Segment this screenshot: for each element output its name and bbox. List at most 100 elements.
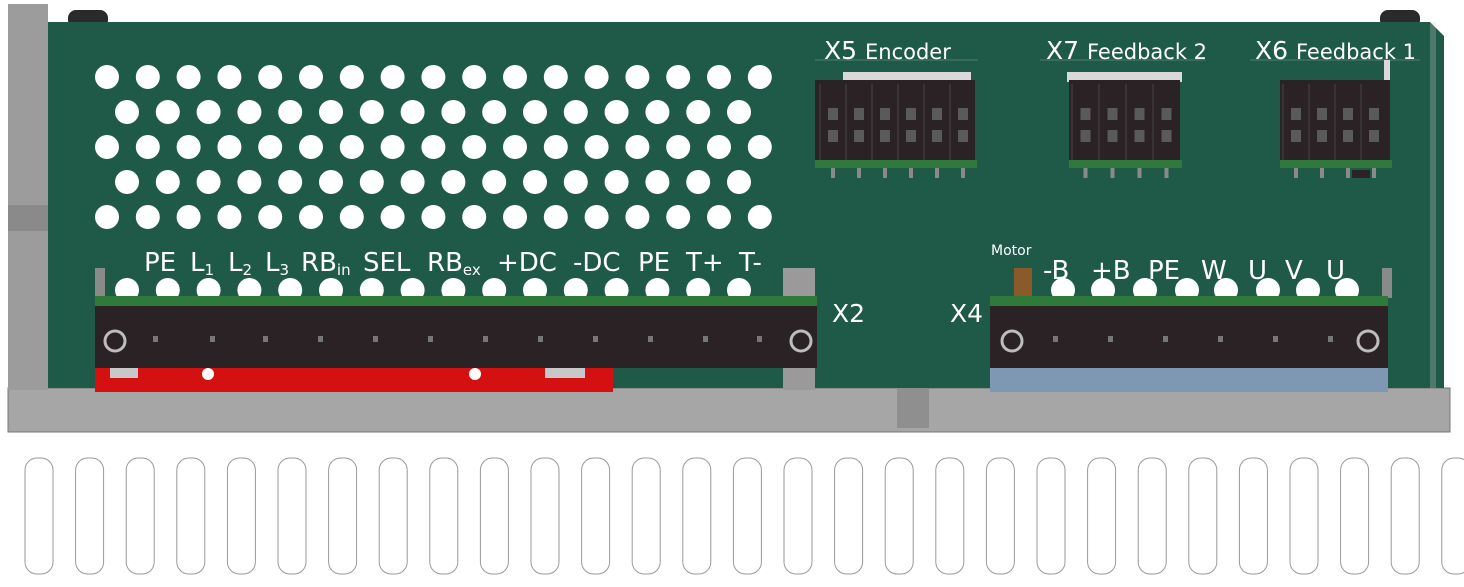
connector-pin (1369, 130, 1379, 142)
fin-gap (1289, 457, 1319, 575)
vent-hole (319, 100, 343, 124)
x4-terminal-label: U (1326, 256, 1346, 286)
terminal-screw (1273, 336, 1278, 342)
connector-pin (1161, 108, 1172, 120)
fin-gap (328, 457, 358, 575)
solder-leg (1372, 168, 1376, 178)
fin-gap (581, 457, 611, 575)
vent-hole (278, 170, 303, 194)
vent-hole (176, 65, 201, 89)
vent-hole (543, 135, 568, 159)
vent-hole (625, 65, 650, 89)
vent-hole (441, 170, 466, 194)
terminal-screw (593, 336, 598, 342)
x4-terminal-label: U (1248, 256, 1268, 286)
vent-hole (441, 100, 466, 124)
pcb-right-edge (1430, 22, 1436, 388)
vent-hole (543, 65, 568, 89)
connector-pin (1107, 108, 1118, 120)
vent-hole (380, 65, 405, 89)
terminal-block-x2[interactable] (95, 268, 817, 392)
vent-hole (176, 135, 201, 159)
fin-gap (1188, 457, 1218, 575)
vent-hole (95, 205, 119, 229)
left-bracket-lower (8, 205, 48, 231)
vent-hole (543, 205, 568, 229)
fin-gap (277, 457, 307, 575)
vent-hole (196, 100, 221, 124)
vent-hole (645, 100, 670, 124)
vent-hole (523, 170, 547, 194)
connector-pin (906, 108, 916, 120)
terminal-screw (648, 336, 653, 342)
vent-hole (135, 135, 160, 159)
fin-gap (75, 457, 105, 575)
fin-gap (834, 457, 864, 575)
terminal-screw (1053, 336, 1058, 342)
vent-hole (196, 170, 221, 194)
vent-hole (400, 170, 425, 194)
connector-x6-feedback1[interactable] (1250, 59, 1420, 178)
vent-hole (421, 135, 446, 159)
vent-hole (645, 170, 670, 194)
connector-pin (1291, 130, 1301, 142)
fin-gap (732, 457, 762, 575)
fin-gap (125, 457, 155, 575)
terminal-screw (263, 336, 268, 342)
vent-hole (319, 170, 343, 194)
fin-gap (1390, 457, 1420, 575)
vent-hole (727, 100, 751, 124)
solder-leg (935, 168, 939, 178)
vent-hole (747, 65, 772, 89)
connector-pin (1317, 130, 1327, 142)
x6-title: X6 Feedback 1 (1255, 38, 1416, 63)
vent-hole (584, 65, 609, 89)
vent-hole (421, 65, 446, 89)
vent-hole (115, 170, 139, 194)
vent-hole (625, 205, 650, 229)
terminal-screw (318, 336, 323, 342)
terminal-screw (1108, 336, 1113, 342)
solder-leg (1137, 168, 1142, 178)
terminal-screw (1218, 336, 1223, 342)
vent-hole (278, 100, 303, 124)
fin-gap (530, 457, 560, 575)
vent-hole (666, 135, 691, 159)
vent-hole (421, 205, 446, 229)
connector-pin (1161, 130, 1172, 142)
vent-hole (584, 205, 609, 229)
x5-name: Encoder (865, 40, 951, 64)
solder-leg (1294, 168, 1298, 178)
connector-x5-encoder[interactable] (815, 59, 978, 178)
terminal-screw (1163, 336, 1168, 342)
solder-leg (1320, 168, 1324, 178)
vent-hole (217, 135, 242, 159)
connector-x7-feedback2[interactable] (1040, 59, 1205, 178)
x2-terminal-label: L1 (190, 248, 215, 279)
fin-gap (479, 457, 509, 575)
vent-hole (95, 65, 119, 89)
vent-hole (462, 135, 487, 159)
x6-id: X6 (1255, 36, 1289, 65)
vent-hole (339, 65, 364, 89)
connector-pin (880, 108, 890, 120)
connector-pin (1107, 130, 1118, 142)
solder-leg (1110, 168, 1115, 178)
connector-pin (1080, 108, 1091, 120)
terminal-block-x4[interactable] (990, 268, 1392, 392)
vent-hole (747, 135, 772, 159)
vent-hole (482, 100, 507, 124)
vent-hole (503, 135, 527, 159)
vent-hole (176, 205, 201, 229)
vent-hole (380, 205, 405, 229)
fin-gap (176, 457, 206, 575)
vent-hole (359, 170, 384, 194)
x2-terminal-label: T- (739, 248, 762, 278)
x2-terminal-label: +DC (497, 248, 557, 278)
fin-gap (1036, 457, 1066, 575)
motor-label: Motor (991, 243, 1032, 259)
connector-pin (854, 130, 864, 142)
vent-hole (339, 135, 364, 159)
vent-hole (666, 65, 691, 89)
heatsink (7, 387, 1464, 575)
